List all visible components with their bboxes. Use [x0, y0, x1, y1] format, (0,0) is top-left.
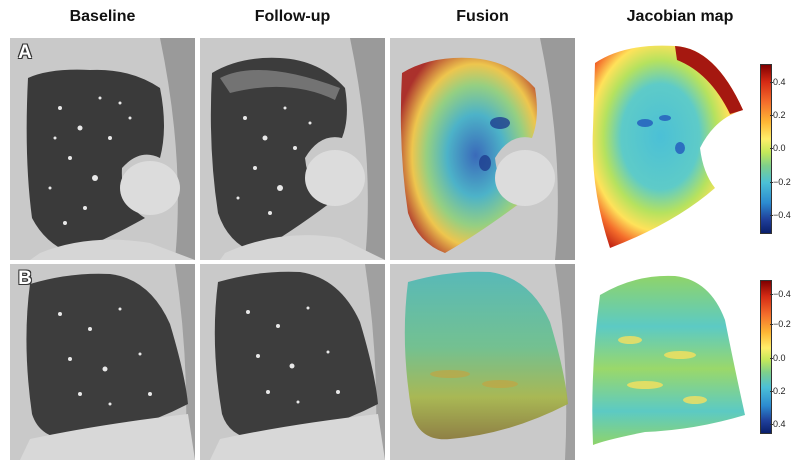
colorbar-a-tick-3: −0.2 — [770, 177, 791, 187]
colorbar-a-tick-2: 0.0 — [770, 143, 786, 153]
column-title-jacobian: Jacobian map — [626, 8, 734, 25]
colorbar-b-tick-1: −0.2 — [770, 319, 791, 329]
colorbar-b-tick-3: 0.2 — [770, 386, 786, 396]
column-title-fusion: Fusion — [456, 8, 509, 25]
colorbar-a: 0.4 0.2 0.0 −0.2 −0.4 — [760, 64, 791, 234]
ct-image-followup-a — [200, 38, 385, 260]
colorbar-b: −0.4 −0.2 0.0 0.2 0.4 — [760, 280, 791, 434]
colorbar-b-tick-2: 0.0 — [770, 353, 786, 363]
row-label-b: B — [18, 268, 32, 289]
ct-image-followup-b — [200, 264, 385, 460]
colorbar-a-tick-0: 0.4 — [770, 77, 786, 87]
ct-image-baseline-b — [10, 264, 195, 460]
colorbar-a-tick-4: −0.4 — [770, 210, 791, 220]
colorbar-b-tick-4: 0.4 — [770, 419, 786, 429]
ct-image-fusion-a — [390, 38, 575, 260]
column-title-baseline: Baseline — [69, 8, 136, 25]
colorbar-b-tick-0: −0.4 — [770, 289, 791, 299]
ct-image-fusion-b — [390, 264, 575, 460]
row-label-a: A — [18, 42, 32, 63]
jacobian-map-a — [585, 38, 750, 253]
colorbar-gradient-b — [761, 281, 771, 433]
jacobian-map-b — [585, 270, 750, 455]
column-title-followup: Follow-up — [254, 8, 331, 25]
ct-image-baseline-a — [10, 38, 195, 260]
colorbar-a-tick-1: 0.2 — [770, 110, 786, 120]
colorbar-gradient-a — [761, 65, 771, 233]
